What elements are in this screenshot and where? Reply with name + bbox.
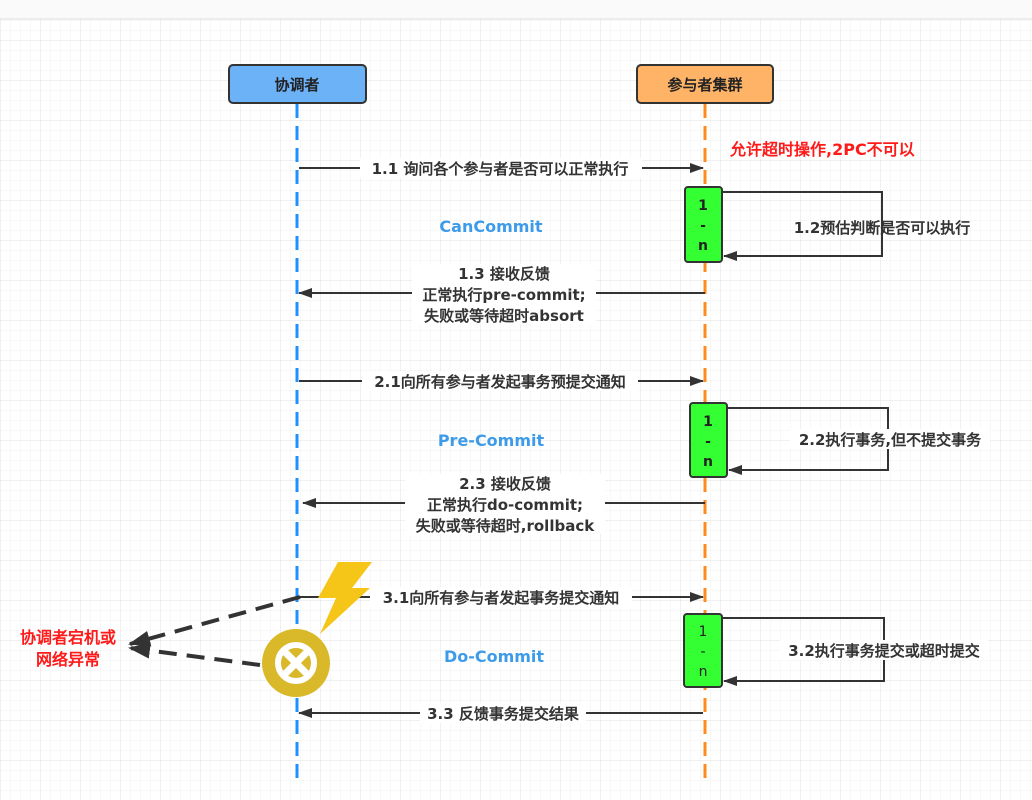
svg-text:n: n [699, 664, 708, 680]
message-3-2: 3.2执行事务提交或超时提交 [788, 642, 980, 660]
coordinator-box[interactable]: 协调者 [228, 64, 367, 104]
svg-text:-: - [700, 218, 706, 234]
close-circle-icon [262, 629, 330, 697]
message-1-2: 1.2预估判断是否可以执行 [794, 219, 971, 237]
activation-box-1: 1 - n [684, 186, 723, 263]
self-call-1-2 [722, 191, 883, 261]
svg-text:1: 1 [699, 624, 708, 640]
svg-text:-: - [700, 644, 705, 660]
message-2-3-line-1: 2.3 接收反馈 [459, 475, 551, 493]
failure-note-line-1: 协调者宕机或 [20, 628, 116, 647]
phase-can-commit: CanCommit [439, 217, 542, 236]
message-2-3-line-2: 正常执行do-commit; [427, 496, 583, 514]
activation-box-3: 1 - n [683, 613, 723, 688]
message-3-3: 3.3 反馈事务提交结果 [427, 705, 580, 723]
timeout-note: 允许超时操作,2PC不可以 [729, 140, 915, 159]
svg-text:1: 1 [698, 198, 708, 214]
phase-do-commit: Do-Commit [444, 647, 544, 666]
top-strip [0, 0, 1032, 19]
cohort-box[interactable]: 参与者集群 [636, 64, 774, 104]
message-1-3-line-3: 失败或等待超时absort [424, 307, 584, 325]
message-2-1: 2.1向所有参与者发起事务预提交通知 [374, 373, 626, 391]
phase-pre-commit: Pre-Commit [438, 431, 545, 450]
failure-arrow-lower [128, 642, 261, 667]
cohort-label: 参与者集群 [667, 76, 742, 94]
message-1-1: 1.1 询问各个参与者是否可以正常执行 [372, 160, 629, 178]
lightning-icon [318, 562, 372, 634]
failure-arrow-upper [128, 595, 301, 647]
svg-text:n: n [698, 238, 708, 254]
message-2-3-line-3: 失败或等待超时,rollback [416, 517, 595, 535]
svg-text:1: 1 [703, 414, 713, 430]
message-1-3-line-2: 正常执行pre-commit; [422, 286, 585, 304]
coordinator-label: 协调者 [274, 76, 319, 94]
message-2-2: 2.2执行事务,但不提交事务 [799, 431, 982, 449]
message-3-1: 3.1向所有参与者发起事务提交通知 [383, 589, 620, 607]
svg-text:-: - [705, 434, 711, 450]
activation-box-2: 1 - n [689, 402, 728, 478]
svg-text:n: n [703, 454, 713, 470]
failure-note-line-2: 网络异常 [36, 650, 100, 669]
message-1-3-line-1: 1.3 接收反馈 [458, 265, 550, 283]
